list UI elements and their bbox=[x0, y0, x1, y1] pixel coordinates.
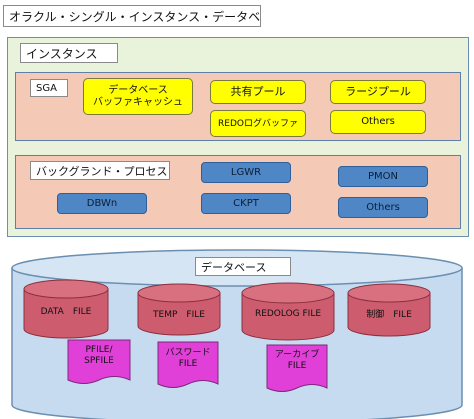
redolog-file-label: REDOLOG FILE bbox=[254, 309, 322, 319]
redolog-file-cylinder bbox=[241, 282, 335, 341]
process-dbwn: DBWn bbox=[57, 193, 147, 214]
process-others: Others bbox=[338, 197, 428, 218]
data-file-label: DATA FILE bbox=[40, 307, 92, 317]
database-label: データベース bbox=[195, 257, 291, 276]
archive-file-document bbox=[266, 344, 328, 392]
pfile-document bbox=[67, 339, 131, 384]
password-file-document bbox=[157, 341, 219, 388]
process-lgwr: LGWR bbox=[201, 162, 291, 183]
control-file-label: 制御 FILE bbox=[366, 310, 412, 320]
large-pool: ラージプール bbox=[330, 80, 426, 104]
sga-label: SGA bbox=[30, 79, 68, 97]
process-pmon: PMON bbox=[338, 166, 428, 187]
temp-file-cylinder bbox=[137, 283, 221, 336]
shared-pool: 共有プール bbox=[210, 80, 306, 104]
process-ckpt: CKPT bbox=[201, 193, 291, 214]
database-buffer-cache: データベース バッファキャッシュ bbox=[83, 78, 193, 115]
temp-file-label: TEMP FILE bbox=[153, 310, 205, 320]
diagram-title-text: オラクル・シングル・インスタンス・データベース bbox=[9, 9, 261, 24]
control-file-cylinder bbox=[347, 283, 431, 337]
password-file-label: パスワード FILE bbox=[165, 348, 211, 369]
sga-others: Others bbox=[330, 110, 426, 134]
background-process-label: バックグランド・プロセス bbox=[30, 161, 170, 180]
redo-log-buffer: REDOログバッファ bbox=[210, 110, 306, 137]
diagram-title: オラクル・シングル・インスタンス・データベース bbox=[3, 5, 261, 27]
pfile-label: PFILE/ SPFILE bbox=[84, 345, 114, 366]
data-file-cylinder bbox=[23, 279, 109, 339]
archive-file-label: アーカイブ FILE bbox=[274, 350, 320, 371]
instance-label: インスタンス bbox=[20, 43, 118, 63]
